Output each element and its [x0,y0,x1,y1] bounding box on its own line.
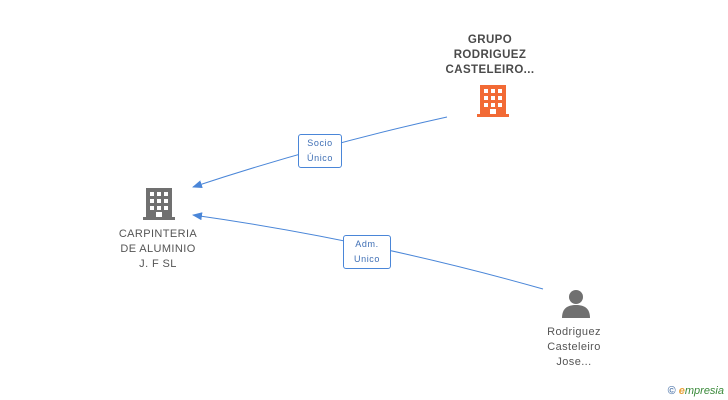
building-icon[interactable] [477,85,509,117]
node-label-line: DE ALUMINIO [120,243,196,255]
building-icon[interactable] [143,188,175,220]
edge-label-line: Adm. [355,239,379,249]
node-label-line: Casteleiro [547,341,601,353]
edge-label-line: Único [306,153,333,163]
edge-label-line: Unico [353,254,380,264]
brand-name: mpresia [684,385,724,397]
node-label-carpinteria[interactable]: CARPINTERIA DE ALUMINIO J. F SL [100,227,216,272]
node-label-line: RODRIGUEZ [453,49,527,61]
edge-label-line: Socio [307,138,333,148]
node-label-grupo[interactable]: GRUPO RODRIGUEZ CASTELEIRO... [430,33,550,78]
node-label-line: Jose... [556,356,592,368]
person-icon[interactable] [562,290,590,318]
brand-first-letter: e [678,385,685,397]
edge-label-adm-unico: Adm. Unico [343,235,391,269]
node-label-line: GRUPO [467,34,513,46]
node-label-line: J. F SL [139,258,177,270]
node-label-line: CARPINTERIA [118,228,198,240]
node-label-line: Rodriguez [547,326,601,338]
node-label-person[interactable]: Rodriguez Casteleiro Jose... [516,325,632,370]
edge-label-socio-unico: Socio Único [298,134,342,168]
copyright-symbol: © [667,385,676,397]
node-label-line: CASTELEIRO... [445,64,535,76]
empresia-logo: ©empresia [668,385,724,397]
